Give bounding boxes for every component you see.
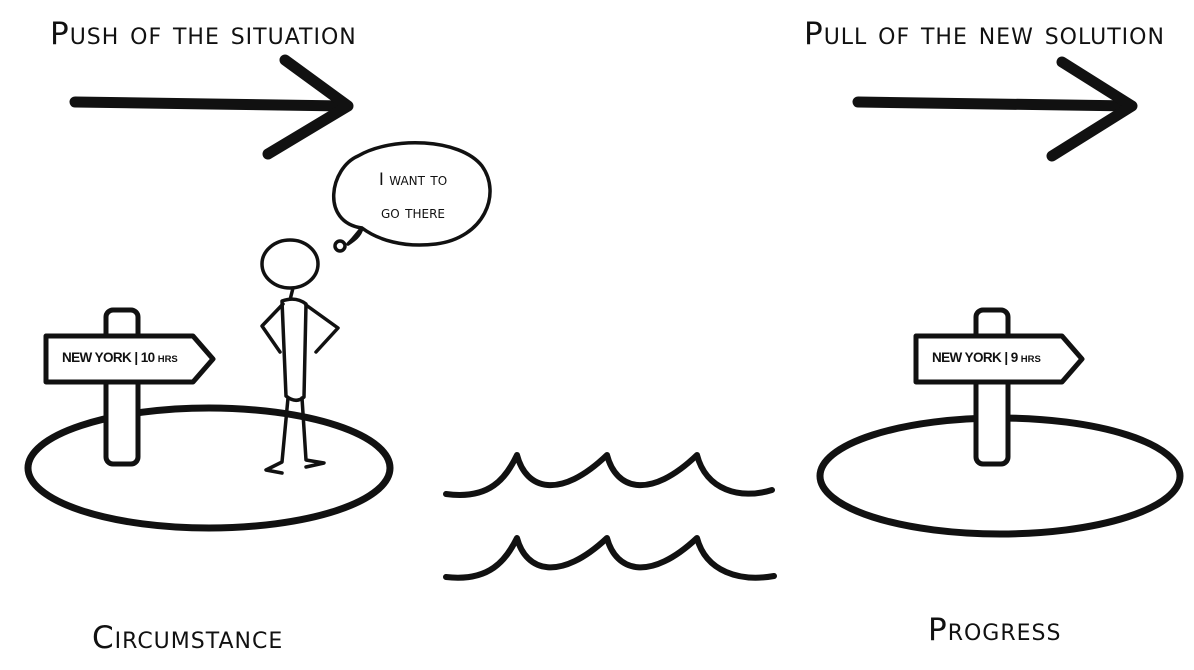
progress-label: Progress	[928, 612, 1062, 648]
thought-bubble-icon	[332, 140, 492, 253]
right-signpost-icon	[913, 307, 1085, 467]
push-heading: Push of the situation	[50, 16, 357, 52]
waves-icon	[443, 452, 777, 581]
left-island	[24, 404, 394, 532]
stick-figure-icon	[260, 238, 340, 475]
left-sign-unit: HRS	[157, 354, 178, 365]
circumstance-label: Circumstance	[92, 620, 284, 656]
left-sign-destination: NEW YORK	[62, 350, 132, 365]
pull-heading: Pull of the new solution	[804, 16, 1165, 52]
left-signpost-icon	[43, 307, 216, 467]
right-sign-label: NEW YORK | 9 HRS	[932, 350, 1041, 368]
right-sign-separator: |	[1004, 350, 1008, 365]
pull-arrow-icon	[852, 56, 1138, 162]
left-sign-separator: |	[134, 350, 138, 365]
thought-bubble-text-line-2: go there	[380, 203, 445, 223]
push-arrow-icon	[69, 54, 354, 160]
thought-bubble-text-line-1: I want to	[378, 170, 448, 190]
left-sign-label: NEW YORK | 10 HRS	[62, 350, 178, 368]
right-sign-destination: NEW YORK	[932, 350, 1002, 365]
left-sign-number: 10	[140, 350, 155, 365]
right-sign-unit: HRS	[1020, 354, 1041, 365]
right-sign-number: 9	[1010, 350, 1019, 365]
